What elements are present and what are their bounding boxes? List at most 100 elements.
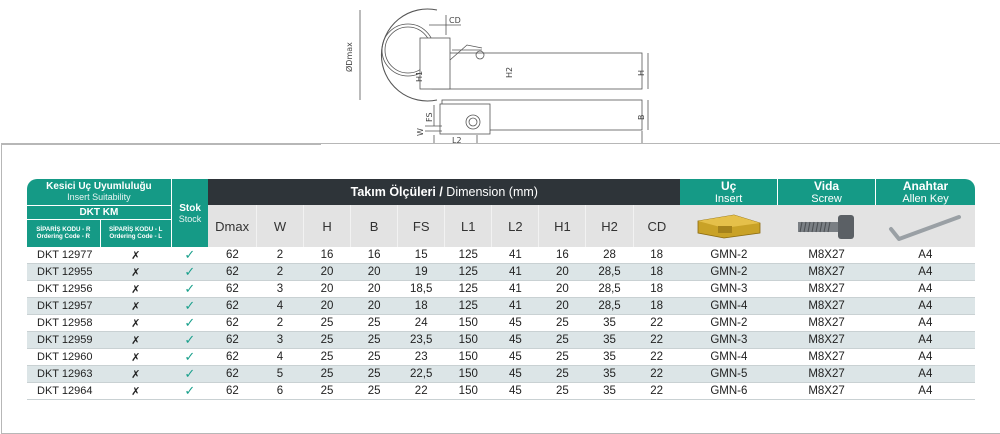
suitability-subtitle: Insert Suitability xyxy=(67,192,131,203)
dim-l1: 125 xyxy=(444,280,492,298)
ordering-code-r-header: SİPARİŞ KODU - R Ordering Code - R xyxy=(27,218,101,247)
insert-code: GMN-2 xyxy=(680,247,778,264)
dim-b: 25 xyxy=(350,382,398,400)
dim-l1: 150 xyxy=(444,331,492,349)
col-dmax: Dmax xyxy=(208,205,257,247)
screw-code: M8X27 xyxy=(777,280,876,298)
insert-image-cell xyxy=(680,205,778,247)
ordering-code-r: DKT 12958 xyxy=(27,314,101,332)
col-b: B xyxy=(350,205,399,247)
dim-l1: 125 xyxy=(444,247,492,264)
dim-h1: 16 xyxy=(538,247,586,264)
dim-w: 5 xyxy=(256,365,304,383)
col-h2: H2 xyxy=(585,205,634,247)
dim-fs: 18,5 xyxy=(397,280,445,298)
dim-fs: 24 xyxy=(397,314,445,332)
dim-w: 4 xyxy=(256,297,304,315)
stock-subtitle: Stock xyxy=(178,213,202,224)
screw-code: M8X27 xyxy=(777,331,876,349)
key-image-cell xyxy=(875,205,975,247)
key-code: A4 xyxy=(875,247,975,264)
dim-l1: 150 xyxy=(444,348,492,366)
screw-title: Vida xyxy=(813,179,840,193)
label-cd: CD xyxy=(449,16,461,25)
product-table-wrapper: Kesici Uç Uyumluluğu Insert Suitability … xyxy=(27,179,975,401)
label-b: B xyxy=(637,115,646,121)
allen-key-icon xyxy=(889,215,962,241)
stock-check: ✓ xyxy=(171,365,209,383)
col-fs: FS xyxy=(397,205,446,247)
dim-h2: 28,5 xyxy=(585,280,634,298)
key-code: A4 xyxy=(875,263,975,281)
insert-code: GMN-5 xyxy=(680,365,778,383)
stock-title: Stok xyxy=(179,202,201,214)
ordering-code-l: ✗ xyxy=(100,382,172,400)
dim-h2: 35 xyxy=(585,331,634,349)
dim-h: 20 xyxy=(303,263,351,281)
dim-h1: 25 xyxy=(538,331,586,349)
dim-l1: 125 xyxy=(444,297,492,315)
dim-fs: 23,5 xyxy=(397,331,445,349)
dim-h: 16 xyxy=(303,247,351,264)
dim-w: 3 xyxy=(256,331,304,349)
stock-check: ✓ xyxy=(171,297,209,315)
stock-check: ✓ xyxy=(171,314,209,332)
key-code: A4 xyxy=(875,331,975,349)
ordering-code-l: ✗ xyxy=(100,365,172,383)
ordering-l-title: SİPARİŞ KODU - L xyxy=(108,226,163,234)
dim-l2: 41 xyxy=(491,297,539,315)
dim-cd: 18 xyxy=(633,263,681,281)
ordering-code-l: ✗ xyxy=(100,247,172,264)
dim-l2: 41 xyxy=(491,247,539,264)
screw-header: Vida Screw xyxy=(776,179,876,205)
insert-header: Uç Insert xyxy=(680,179,778,205)
dim-h1: 25 xyxy=(538,382,586,400)
key-code: A4 xyxy=(875,297,975,315)
dim-h1: 20 xyxy=(538,280,586,298)
dim-fs: 15 xyxy=(397,247,445,264)
dim-cd: 22 xyxy=(633,348,681,366)
dim-w: 2 xyxy=(256,247,304,264)
dim-w: 2 xyxy=(256,314,304,332)
screw-image-cell xyxy=(777,205,876,247)
ordering-code-r: DKT 12959 xyxy=(27,331,101,349)
product-table: Kesici Uç Uyumluluğu Insert Suitability … xyxy=(27,179,975,400)
insert-suitability-header: Kesici Uç Uyumluluğu Insert Suitability xyxy=(27,179,172,205)
dim-dmax: 62 xyxy=(208,314,257,332)
label-l2: L2 xyxy=(452,136,462,145)
label-h: H xyxy=(637,70,646,76)
dim-fs: 19 xyxy=(397,263,445,281)
screw-subtitle: Screw xyxy=(811,193,842,205)
suitability-title: Kesici Uç Uyumluluğu xyxy=(46,181,152,193)
key-code: A4 xyxy=(875,348,975,366)
dim-h2: 28,5 xyxy=(585,297,634,315)
ordering-code-l: ✗ xyxy=(100,263,172,281)
dim-b: 20 xyxy=(350,280,398,298)
ordering-code-l: ✗ xyxy=(100,297,172,315)
insert-code: GMN-4 xyxy=(680,348,778,366)
insert-code: GMN-3 xyxy=(680,331,778,349)
dim-dmax: 62 xyxy=(208,297,257,315)
key-header: Anahtar Allen Key xyxy=(875,179,975,205)
key-title: Anahtar xyxy=(902,179,949,193)
stock-check: ✓ xyxy=(171,247,209,264)
dim-b: 20 xyxy=(350,297,398,315)
dim-l1: 150 xyxy=(444,314,492,332)
dim-l2: 45 xyxy=(491,314,539,332)
col-h: H xyxy=(303,205,352,247)
label-h1: H1 xyxy=(415,71,424,82)
ordering-code-r: DKT 12957 xyxy=(27,297,101,315)
ordering-code-r: DKT 12977 xyxy=(27,247,101,264)
dim-fs: 23 xyxy=(397,348,445,366)
insert-code: GMN-4 xyxy=(680,297,778,315)
ordering-l-subtitle: Ordering Code - L xyxy=(109,233,162,241)
ordering-code-l: ✗ xyxy=(100,331,172,349)
dim-h: 25 xyxy=(303,348,351,366)
dim-h: 20 xyxy=(303,280,351,298)
dim-cd: 22 xyxy=(633,365,681,383)
